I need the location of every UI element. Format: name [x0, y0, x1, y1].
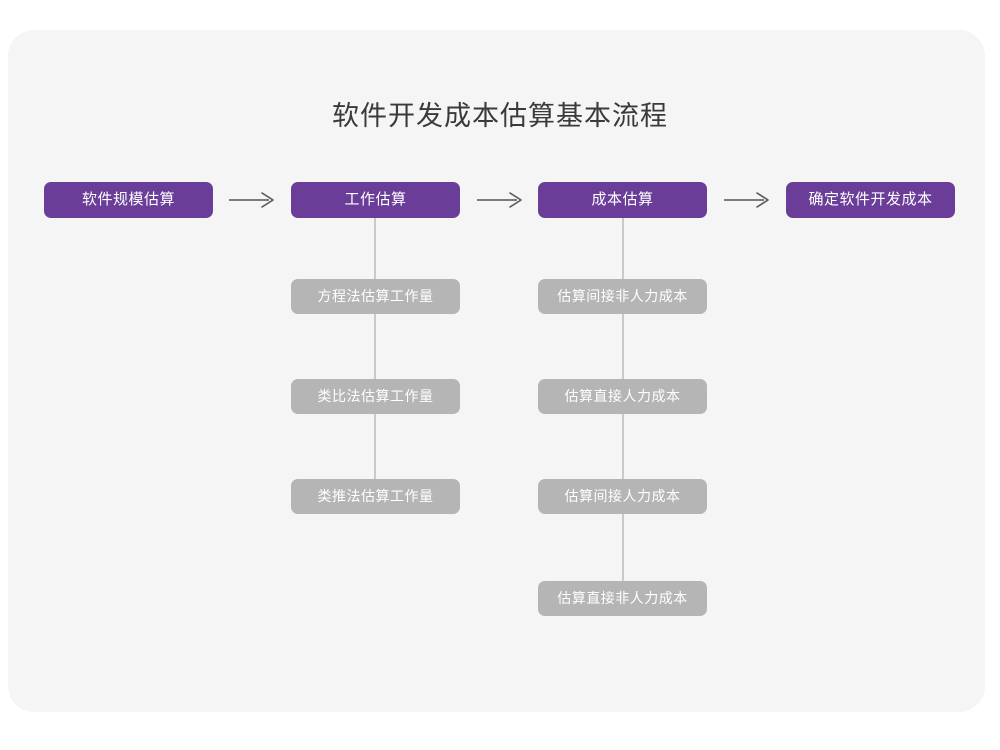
stage-node-1[interactable]: 软件规模估算 — [44, 182, 213, 218]
substep-node-3-4[interactable]: 估算直接非人力成本 — [538, 581, 707, 616]
arrow-stage-2-to-3 — [477, 190, 525, 210]
substep-node-3-1[interactable]: 估算间接非人力成本 — [538, 279, 707, 314]
substep-node-3-3[interactable]: 估算间接人力成本 — [538, 479, 707, 514]
substep-node-2-2[interactable]: 类比法估算工作量 — [291, 379, 460, 414]
stage-node-4[interactable]: 确定软件开发成本 — [786, 182, 955, 218]
substep-node-2-1[interactable]: 方程法估算工作量 — [291, 279, 460, 314]
stage-node-2[interactable]: 工作估算 — [291, 182, 460, 218]
diagram-card — [8, 30, 985, 712]
page-title: 软件开发成本估算基本流程 — [332, 101, 668, 131]
connector-line-stage-2 — [374, 217, 376, 497]
stage-node-3[interactable]: 成本估算 — [538, 182, 707, 218]
arrow-stage-3-to-4 — [724, 190, 772, 210]
substep-node-3-2[interactable]: 估算直接人力成本 — [538, 379, 707, 414]
arrow-stage-1-to-2 — [229, 190, 277, 210]
substep-node-2-3[interactable]: 类推法估算工作量 — [291, 479, 460, 514]
